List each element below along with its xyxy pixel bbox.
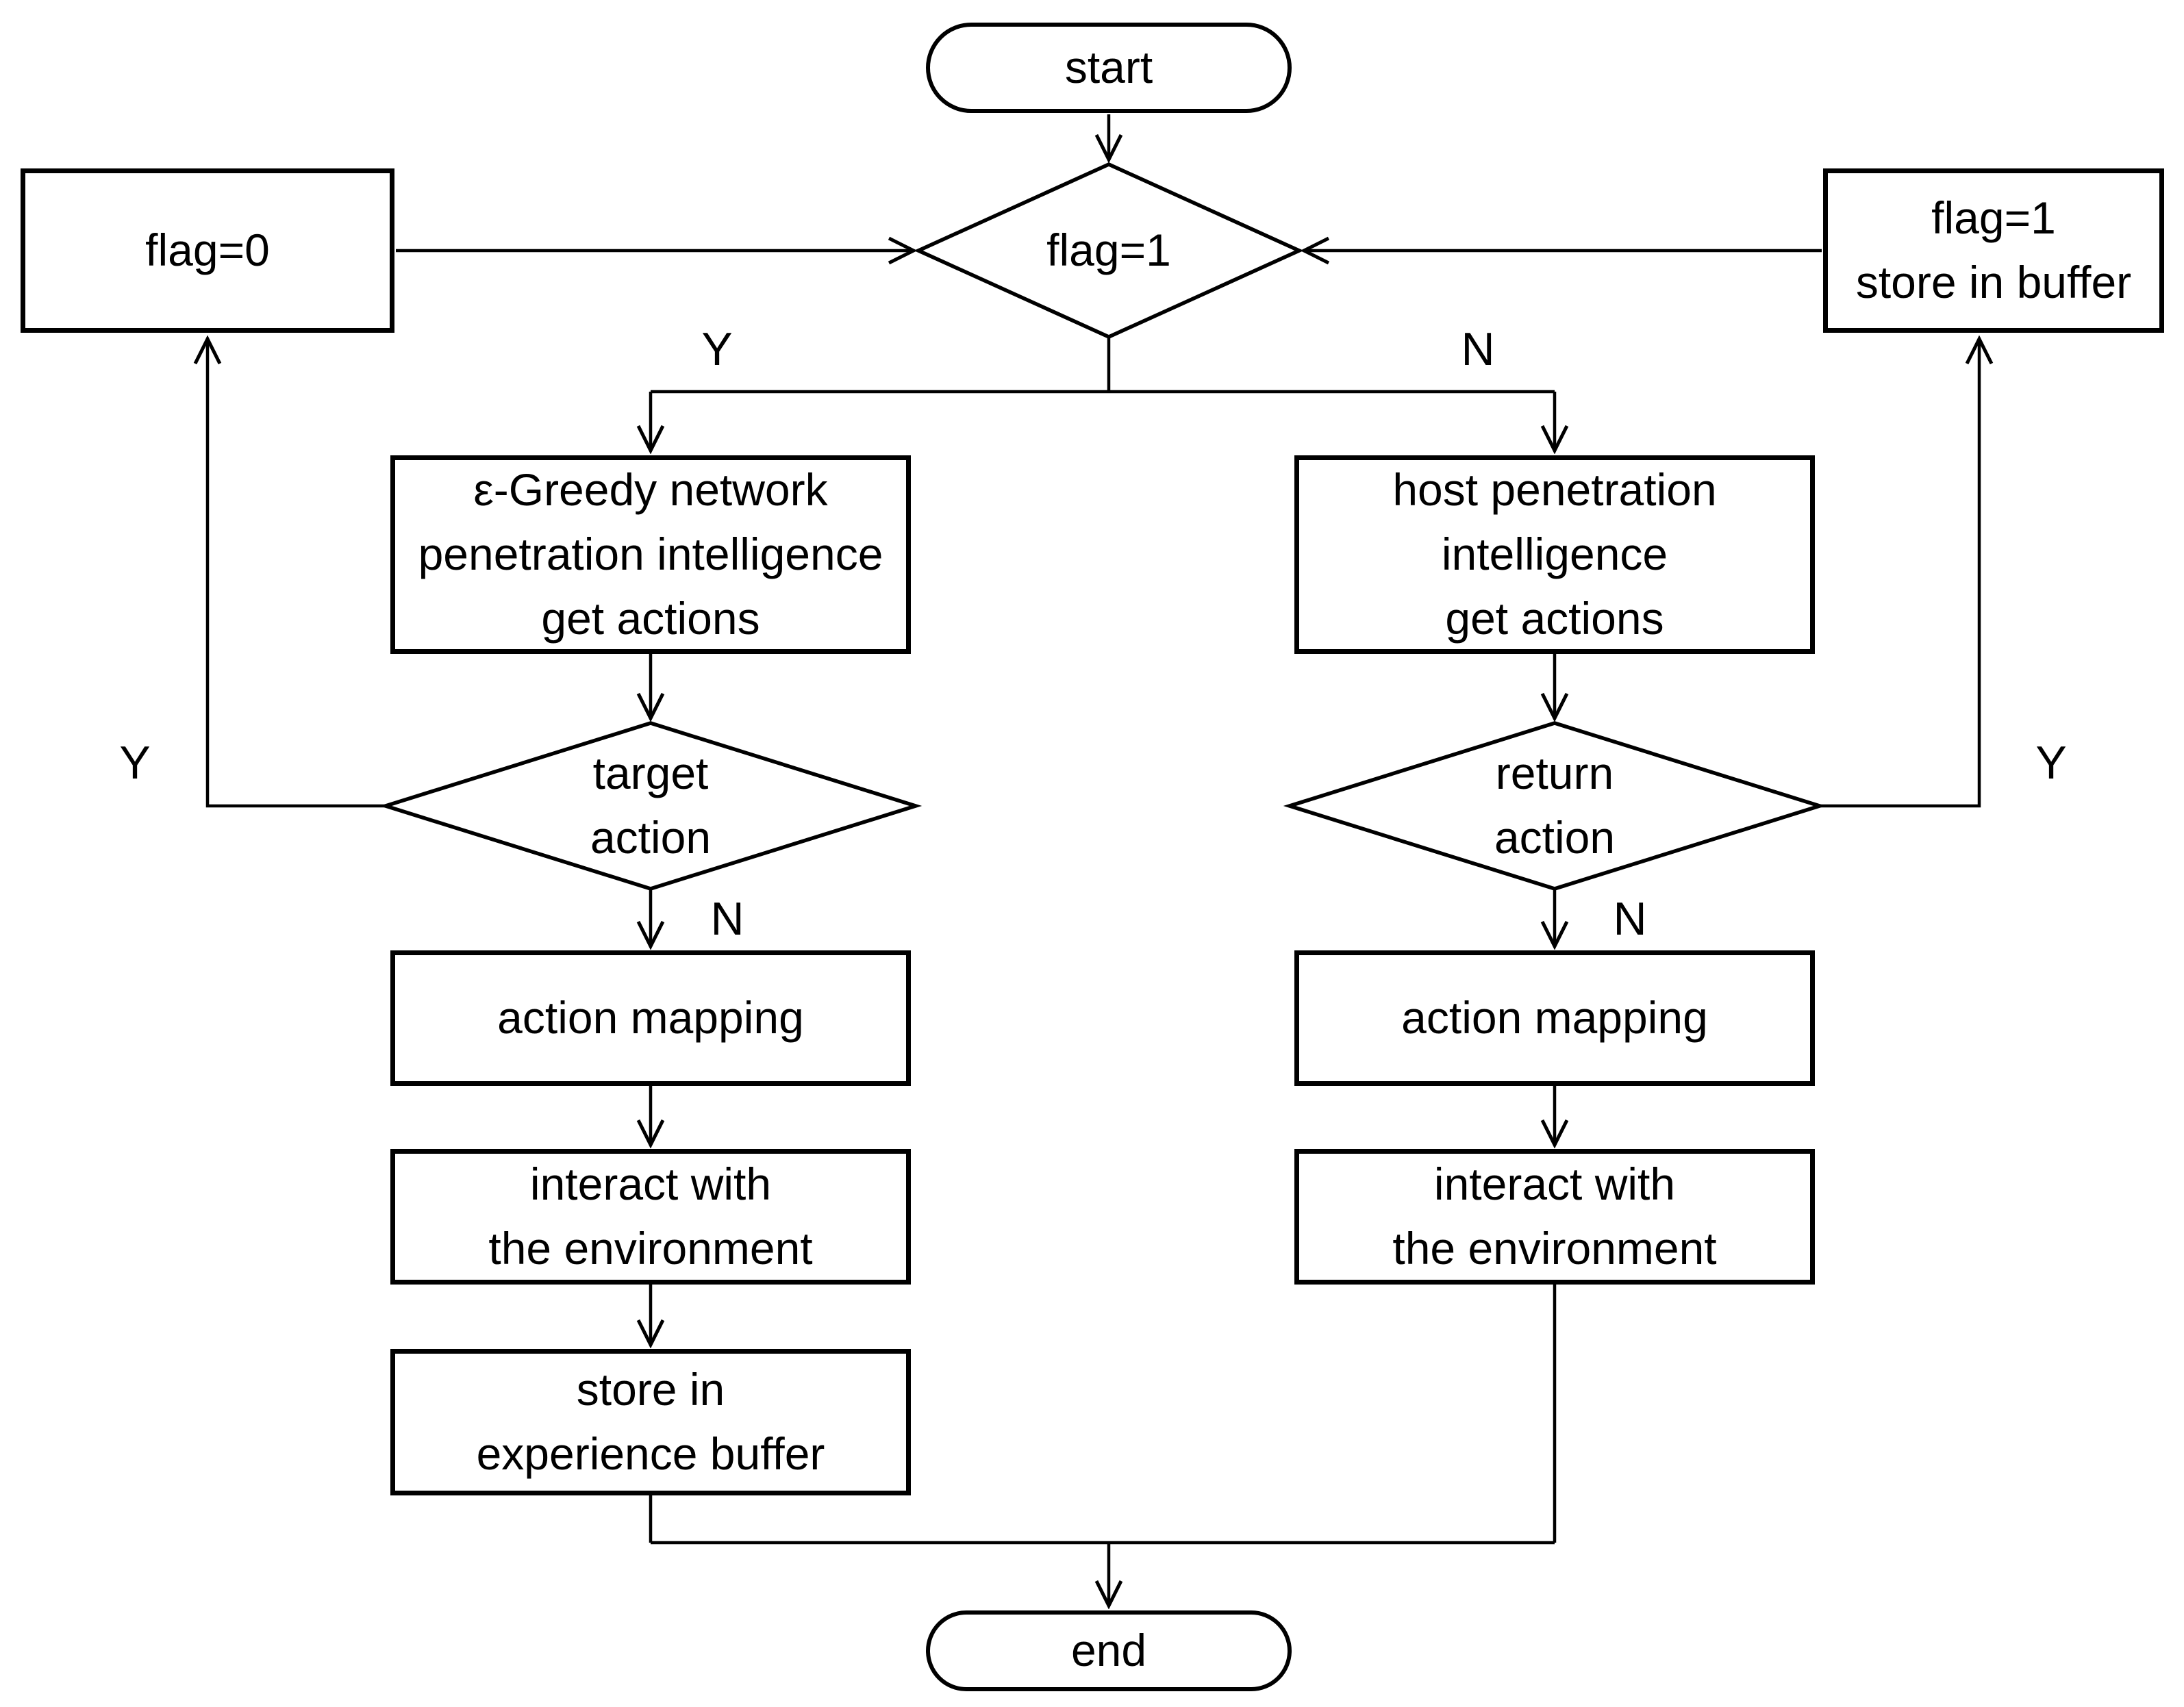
- node-flag0: flag=0: [21, 168, 394, 333]
- edge-target-action-to-flag0: [208, 340, 386, 808]
- node-host-get-actions: host penetration intelligence get action…: [1294, 455, 1815, 654]
- node-store-experience: store in experience buffer: [390, 1349, 911, 1495]
- return-action-diamond: [1283, 721, 1827, 891]
- node-interact-left: interact with the environment: [390, 1149, 911, 1285]
- node-action-mapping-right: action mapping: [1294, 950, 1815, 1086]
- node-interact-right: interact with the environment: [1294, 1149, 1815, 1285]
- node-egreedy-get-actions: ε-Greedy network penetration intelligenc…: [390, 455, 911, 654]
- target-action-diamond: [379, 721, 922, 891]
- edge-return-action-to-store-buffer: [1820, 340, 1979, 808]
- node-end: end: [926, 1610, 1292, 1691]
- node-flag1-store-buffer: flag=1 store in buffer: [1823, 168, 2164, 333]
- node-start: start: [926, 23, 1292, 113]
- flag-decision-diamond: [914, 162, 1304, 340]
- node-action-mapping-left: action mapping: [390, 950, 911, 1086]
